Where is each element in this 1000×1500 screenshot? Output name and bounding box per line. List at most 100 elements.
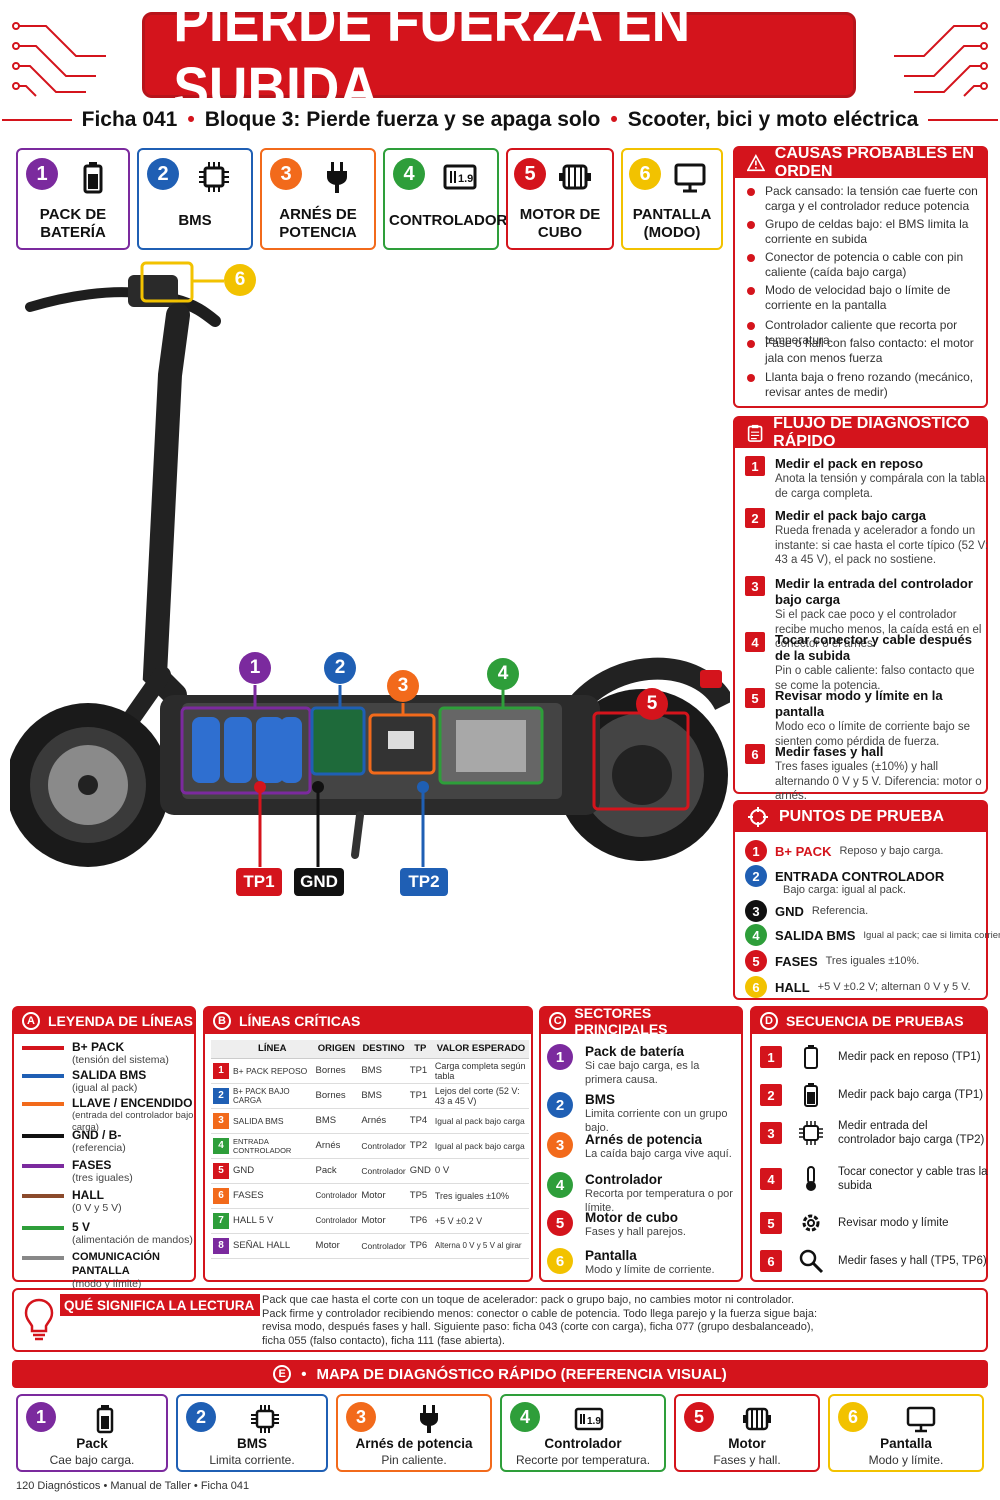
sequence-item: 3 Medir entrada del controlador bajo car… (760, 1118, 986, 1148)
test-point-item: 4 SALIDA BMS Igual al pack; cae si limit… (745, 924, 1000, 946)
lightbulb-icon (24, 1298, 54, 1341)
col-header: ORIGEN (313, 1040, 360, 1059)
legend-desc: (tensión del sistema) (72, 1054, 169, 1066)
legend-item: B+ PACK(tensión del sistema) (22, 1040, 202, 1066)
sector-number: 5 (547, 1210, 573, 1236)
cause-item: Grupo de celdas bajo: el BMS limita la c… (747, 217, 987, 247)
legend-name: GND / B- (72, 1128, 122, 1142)
col-header: VALOR ESPERADO (432, 1040, 529, 1059)
cell-tp: TP1 (407, 1083, 433, 1109)
cell-linea: B+ PACK REPOSO (231, 1058, 314, 1084)
magnifier-icon (799, 1249, 824, 1274)
map-number: 1 (26, 1402, 56, 1432)
meaning-line: Pack firme y controlador recibiendo meno… (262, 1307, 818, 1320)
legend-desc: (igual al pack) (72, 1082, 138, 1094)
warning-icon (747, 154, 765, 172)
legend-name: LLAVE / ENCENDIDO (72, 1096, 193, 1110)
gear-icon (802, 1214, 820, 1232)
flow-step-number: 4 (745, 632, 765, 652)
cell-destino: Controlador (359, 1158, 408, 1184)
test-point-value: Tres iguales ±10%. (825, 955, 920, 967)
battery-full-icon (804, 1083, 818, 1107)
legend-swatch (22, 1046, 64, 1050)
crosshair-icon (748, 807, 768, 827)
cell-valor: +5 V ±0.2 V (432, 1208, 529, 1234)
page-title: PIERDE FUERZA EN SUBIDA (173, 0, 691, 121)
sequence-number: 4 (760, 1168, 782, 1190)
display-icon (674, 163, 706, 193)
cell-linea: B+ PACK BAJO CARGA (231, 1083, 314, 1109)
flow-step-number: 3 (745, 576, 765, 596)
map-card-harness: 3 Arnés de potencia Pin caliente. (336, 1394, 492, 1472)
cell-valor: Igual al pack bajo carga (432, 1108, 529, 1134)
cell-linea: FASES (231, 1183, 314, 1209)
sequence-panel: D SECUENCIA DE PRUEBAS 1 Medir pack en r… (750, 1006, 988, 1282)
callout-pack: 1 (239, 652, 271, 684)
cause-item: Conector de potencia o cable con pin cal… (747, 250, 987, 280)
cell-valor: Alterna 0 V y 5 V al girar (432, 1233, 529, 1259)
flow-step-desc: Tres fases iguales (±10%) y hall alterna… (775, 761, 982, 802)
test-point-item: 3 GND Referencia. (745, 900, 991, 922)
flow-step: 3 Medir la entrada del controlador bajo … (745, 576, 989, 652)
row-number: 3 (213, 1112, 229, 1129)
sequence-number: 6 (760, 1250, 782, 1272)
legend-item: 5 V(alimentación de mandos) (22, 1220, 202, 1246)
critical-lines-panel: B LÍNEAS CRÍTICAS LÍNEA ORIGEN DESTINO T… (203, 1006, 533, 1282)
tp1-tag: TP1 (236, 868, 282, 896)
test-point-item: 1 B+ PACK Reposo y bajo carga. (745, 840, 991, 862)
flow-step: 6 Medir fases y hall Tres fases iguales … (745, 744, 989, 804)
subtitle-ficha: Ficha 041 (81, 108, 178, 131)
sector-number: 6 (547, 1248, 573, 1274)
legend-title: LEYENDA DE LÍNEAS (48, 1013, 193, 1029)
cell-valor: Lejos del corte (52 V: 43 a 45 V) (432, 1083, 529, 1109)
test-point-value: +5 V ±0.2 V; alternan 0 V y 5 V. (817, 981, 971, 993)
sector-desc: Si cae bajo carga, es la primera causa. (585, 1060, 700, 1086)
flow-step-desc: Rueda frenada y acelerador a fondo un in… (775, 525, 989, 566)
flow-step: 5 Revisar modo y límite en la pantalla M… (745, 688, 989, 749)
sequence-number: 5 (760, 1212, 782, 1234)
map-desc: Pin caliente. (381, 1453, 447, 1467)
controller-icon: 1.9 (574, 1407, 604, 1431)
test-points-header: PUNTOS DE PRUEBA (735, 802, 986, 832)
sector-number: 4 (547, 1172, 573, 1198)
sector-desc: Fases y hall parejos. (585, 1226, 686, 1238)
legend-item: COMUNICACIÓN PANTALLA(modo y límite) (22, 1250, 202, 1290)
map-title-text: BMS (237, 1436, 267, 1451)
legend-panel: A LEYENDA DE LÍNEAS B+ PACK(tensión del … (12, 1006, 196, 1290)
cell-destino: Controlador (359, 1233, 408, 1259)
flow-step-desc: Anota la tensión y compárala con la tabl… (775, 473, 986, 500)
component-number: 2 (147, 158, 179, 190)
meaning-line: ficha 055 (falso contacto), ficha 111 (f… (262, 1334, 505, 1347)
flow-step: 4 Tocar conector y cable después de la s… (745, 632, 989, 693)
map-desc: Modo y límite. (868, 1453, 944, 1467)
legend-header: A LEYENDA DE LÍNEAS (14, 1008, 194, 1034)
legend-item: HALL(0 V y 5 V) (22, 1188, 202, 1214)
legend-desc: (0 V y 5 V) (72, 1202, 122, 1214)
sequence-item: 4 Tocar conector y cable tras la subida (760, 1164, 988, 1194)
legend-name: HALL (72, 1188, 104, 1202)
clipboard-icon (747, 424, 763, 442)
row-number: 6 (213, 1187, 229, 1204)
subtitle-separator: • (610, 108, 618, 131)
sequence-number: 3 (760, 1122, 782, 1144)
component-number: 5 (514, 158, 546, 190)
test-point-number: 5 (745, 950, 767, 972)
legend-swatch (22, 1164, 64, 1168)
subtitle-vehiculos: Scooter, bici y moto eléctrica (627, 108, 919, 131)
sequence-item: 1 Medir pack en reposo (TP1) (760, 1042, 986, 1072)
sequence-text: Medir pack bajo carga (TP1) (838, 1089, 984, 1101)
causes-title: CAUSAS PROBABLES EN ORDEN (774, 145, 974, 180)
sectors-title: SECTORES PRINCIPALES (574, 1005, 668, 1037)
map-card-motor: 5 Motor Fases y hall. (674, 1394, 820, 1472)
row-number: 4 (213, 1137, 229, 1154)
component-number: 3 (270, 158, 302, 190)
critical-letter: B (213, 1012, 231, 1030)
flow-step-desc: Pin o cable caliente: falso contacto que… (775, 665, 975, 692)
cell-tp: TP1 (407, 1058, 433, 1084)
